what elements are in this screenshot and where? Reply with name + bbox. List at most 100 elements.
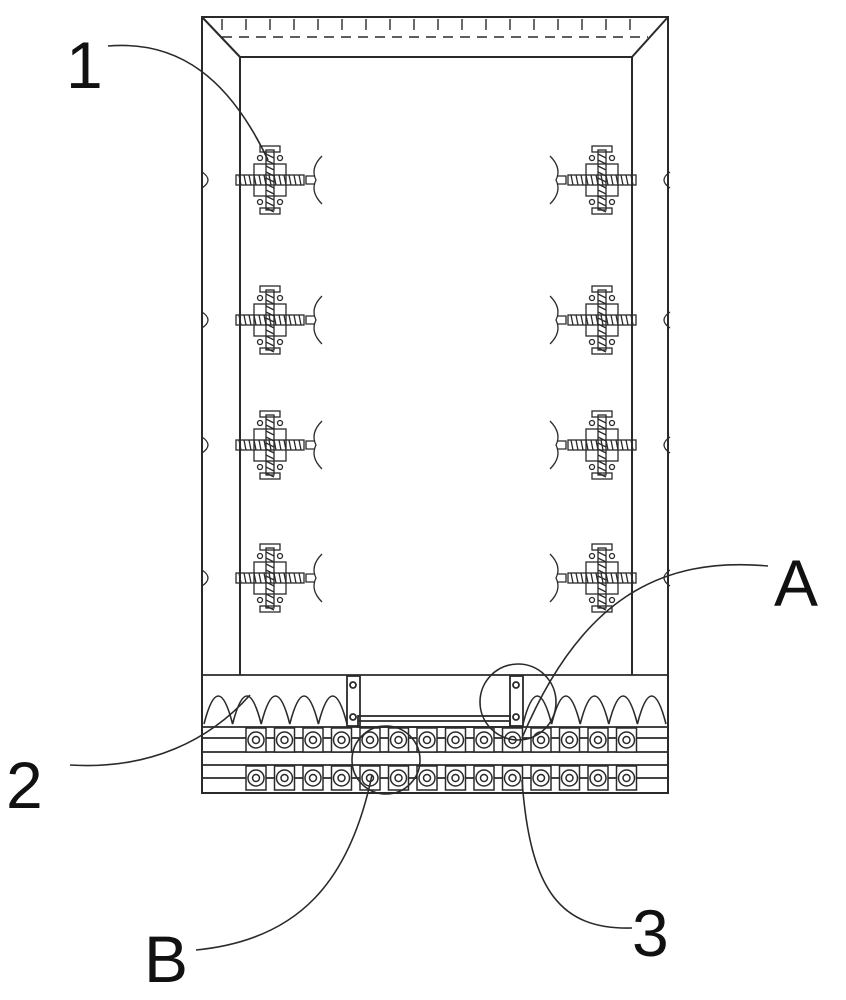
roller-wheel bbox=[275, 731, 294, 749]
rack-tooth bbox=[293, 314, 297, 326]
screw-cap-bottom bbox=[259, 207, 281, 215]
clamp-assembly bbox=[201, 543, 323, 613]
bolt-icon bbox=[588, 294, 596, 302]
screw-thread bbox=[597, 436, 607, 442]
spring-left bbox=[203, 695, 348, 725]
rack-tooth bbox=[258, 439, 262, 451]
screw-thread bbox=[265, 153, 275, 159]
rack-bar bbox=[567, 572, 637, 584]
roller-hub bbox=[508, 773, 517, 783]
rack-tooth bbox=[570, 439, 574, 451]
ref-label-a: A bbox=[774, 546, 818, 620]
screw-cap-top bbox=[591, 410, 613, 418]
rack-tooth bbox=[610, 439, 614, 451]
jaw-stem bbox=[305, 315, 314, 325]
rack-tooth bbox=[630, 314, 634, 326]
rack-tooth bbox=[610, 174, 614, 186]
screw-thread bbox=[597, 587, 607, 593]
rack-tooth bbox=[625, 439, 629, 451]
roller-hub bbox=[337, 773, 346, 783]
rack-tooth bbox=[590, 314, 594, 326]
rack-tooth bbox=[243, 439, 247, 451]
roller-wheel bbox=[589, 769, 607, 787]
rack-tooth bbox=[570, 572, 574, 584]
rack-tooth bbox=[575, 572, 579, 584]
clamp-jaw bbox=[549, 420, 559, 470]
wall-hook-icon bbox=[663, 436, 671, 454]
bolt-icon bbox=[276, 419, 284, 427]
rack-tooth bbox=[288, 314, 292, 326]
screw-thread bbox=[597, 418, 607, 424]
block-bolt bbox=[512, 713, 520, 721]
screw-thread bbox=[597, 551, 607, 557]
roller-hub bbox=[280, 735, 289, 745]
screw-thread bbox=[597, 153, 607, 159]
clamp-assembly bbox=[201, 410, 323, 480]
bolt-icon bbox=[256, 198, 264, 206]
screw-cap-top bbox=[591, 285, 613, 293]
rack-tooth bbox=[298, 439, 302, 451]
rack-tooth bbox=[580, 174, 584, 186]
bolt-icon bbox=[276, 463, 284, 471]
clamp-jaw bbox=[313, 295, 323, 345]
rack-tooth bbox=[238, 314, 242, 326]
rack-tooth bbox=[590, 572, 594, 584]
screw-cap-top bbox=[259, 543, 281, 551]
clamp-assembly bbox=[201, 145, 323, 215]
clamp-jaw bbox=[313, 553, 323, 603]
bolt-icon bbox=[588, 338, 596, 346]
screw-thread bbox=[597, 575, 607, 581]
screw-cap-bottom bbox=[259, 347, 281, 355]
rack-tooth bbox=[288, 572, 292, 584]
screw-thread bbox=[597, 207, 607, 213]
wall-hook-icon bbox=[201, 311, 209, 329]
roller-hub bbox=[622, 773, 631, 783]
screw-cap-bottom bbox=[591, 347, 613, 355]
rack-tooth bbox=[620, 572, 624, 584]
clamp-jaw bbox=[313, 420, 323, 470]
screw-thread bbox=[597, 454, 607, 460]
screw-thread bbox=[597, 581, 607, 587]
rack-tooth bbox=[258, 314, 262, 326]
jaw-stem bbox=[305, 175, 314, 185]
clamp-block bbox=[253, 428, 287, 462]
roller-hub bbox=[622, 735, 631, 745]
screw-cap-top bbox=[591, 543, 613, 551]
screw-thread bbox=[597, 329, 607, 335]
clamp-block bbox=[585, 561, 619, 595]
bolt-icon bbox=[588, 198, 596, 206]
screw-thread bbox=[597, 159, 607, 165]
screw-thread bbox=[597, 442, 607, 448]
bolt-icon bbox=[256, 294, 264, 302]
screw-thread bbox=[597, 460, 607, 466]
rack-tooth bbox=[575, 314, 579, 326]
rack-bar bbox=[235, 174, 305, 186]
top-band-dashes bbox=[221, 19, 648, 38]
rack-tooth bbox=[238, 439, 242, 451]
screw-thread bbox=[265, 341, 275, 347]
screw-thread bbox=[597, 201, 607, 207]
screw-thread bbox=[597, 563, 607, 569]
rack-tooth bbox=[298, 174, 302, 186]
bolt-icon bbox=[608, 552, 616, 560]
rack-tooth bbox=[590, 174, 594, 186]
wall-hook-icon bbox=[663, 171, 671, 189]
rack-tooth bbox=[293, 572, 297, 584]
bolt-icon bbox=[256, 338, 264, 346]
ref-label-3: 3 bbox=[632, 896, 669, 970]
screw-thread bbox=[597, 448, 607, 454]
rack-tooth bbox=[293, 439, 297, 451]
screw-thread bbox=[597, 189, 607, 195]
bolt-icon bbox=[256, 154, 264, 162]
screw-thread bbox=[265, 329, 275, 335]
screw-thread bbox=[265, 195, 275, 201]
roller-hub bbox=[451, 735, 460, 745]
roller-hub bbox=[565, 773, 574, 783]
roller-hub bbox=[365, 735, 375, 745]
bolt-icon bbox=[256, 552, 264, 560]
clamp-block bbox=[253, 163, 287, 197]
roller-wheel bbox=[560, 731, 579, 749]
detail-circle-a bbox=[479, 663, 557, 741]
rack-tooth bbox=[248, 572, 252, 584]
rack-tooth bbox=[243, 314, 247, 326]
